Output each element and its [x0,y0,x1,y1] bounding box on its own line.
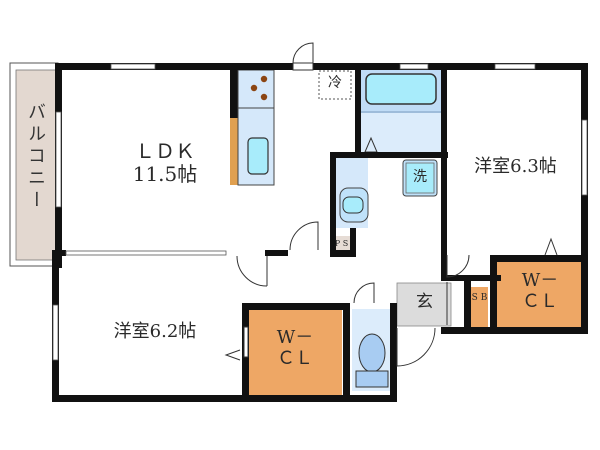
doors [224,42,558,367]
bathroom [360,68,442,153]
entrance-label: 玄 [416,292,433,312]
toilet [352,309,390,397]
wcl-left-label: W－ ＣＬ [250,327,340,369]
ldk-room: ＬＤＫ 11.5帖 [100,140,230,186]
western-room-left-label: 洋室6.2帖 [113,321,197,342]
shoe-box [471,287,488,327]
fridge-space [318,70,352,100]
kitchen [230,69,275,186]
wcl-right-line2: ＣＬ [522,290,558,312]
walk-in-closet-right [496,261,584,327]
windows [52,63,588,361]
washroom [335,158,442,234]
entrance-floor [396,282,452,327]
pipe-space-label: P S [334,239,349,248]
wcl-right-label: W－ ＣＬ [497,270,583,312]
wcl-right-line1: W－ [521,270,559,291]
western-room-right-label: 洋室6.3帖 [474,156,557,177]
ldk-size: 11.5帖 [132,162,198,186]
wcl-left-line1: W－ [276,327,314,348]
fridge-label: 冷 [328,75,342,91]
pipe-space [333,236,350,253]
balcony [9,62,59,267]
walk-in-closet-left [248,310,342,398]
washer-label: 洗 [413,169,427,185]
shoe-box-label: S B [471,293,488,303]
balcony-label: バルコニー [25,102,46,212]
ldk-name: ＬＤＫ [135,139,195,163]
wcl-left-line2: ＣＬ [277,347,313,369]
